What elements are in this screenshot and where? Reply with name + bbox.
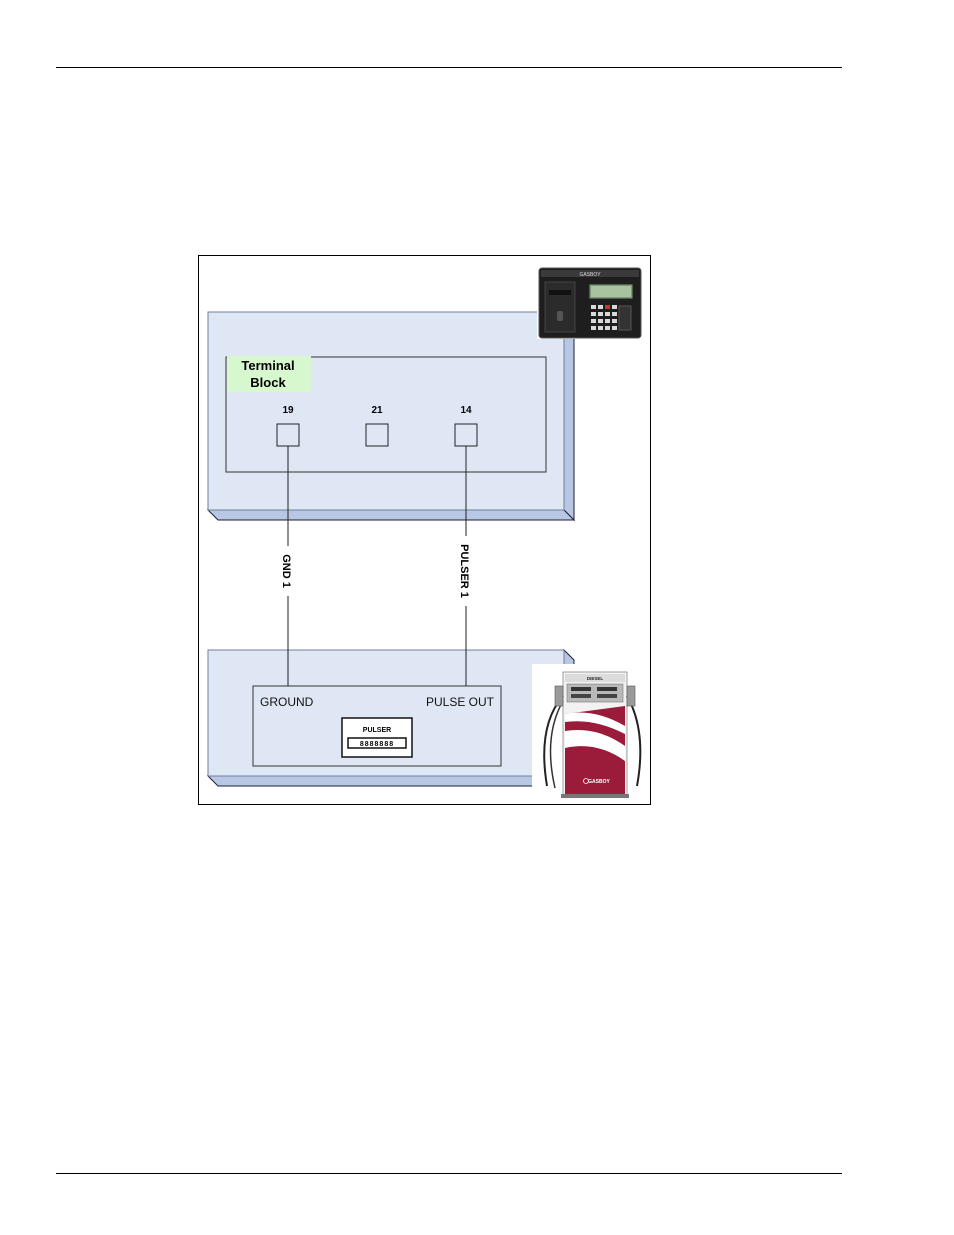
fuel-dispenser-image: DIESEL GASBOY [532,664,642,802]
footer-rule [56,1173,842,1174]
console-brand-text: GASBOY [579,272,601,278]
pulser-display [347,737,407,749]
gnd-wire-label: GND 1 [280,554,292,588]
pulser-digits: 8888888 [360,741,394,748]
pulse-out-label: PULSE OUT [426,695,495,709]
dispenser-panel-bottom [206,775,576,787]
terminal-21 [365,423,389,447]
terminal-block-label-line1: Terminal [241,358,294,373]
pulser-title: PULSER [363,727,391,734]
terminal-block-label-bg [227,356,311,392]
terminal-19-label: 19 [282,405,294,416]
console-panel-bottom [206,509,576,521]
terminal-block-label-line2: Block [250,375,286,390]
ground-label: GROUND [260,695,314,709]
wiring-diagram: Terminal Block 19 21 14 GROUND PULSE OUT… [198,255,651,805]
console-panel-side [563,310,575,522]
terminal-14 [454,423,478,447]
dispenser-brand-text: GASBOY [588,779,610,785]
console-unit-image: GASBOY [537,266,643,339]
pulser-wire-label: PULSER 1 [458,544,470,598]
wiring-diagram-canvas: Terminal Block 19 21 14 GROUND PULSE OUT… [206,266,643,802]
dispenser-header-text: DIESEL [587,676,604,681]
terminal-19 [276,423,300,447]
terminal-21-label: 21 [371,405,383,416]
console-keypad [591,305,617,330]
header-rule [56,67,842,68]
terminal-14-label: 14 [460,405,472,416]
